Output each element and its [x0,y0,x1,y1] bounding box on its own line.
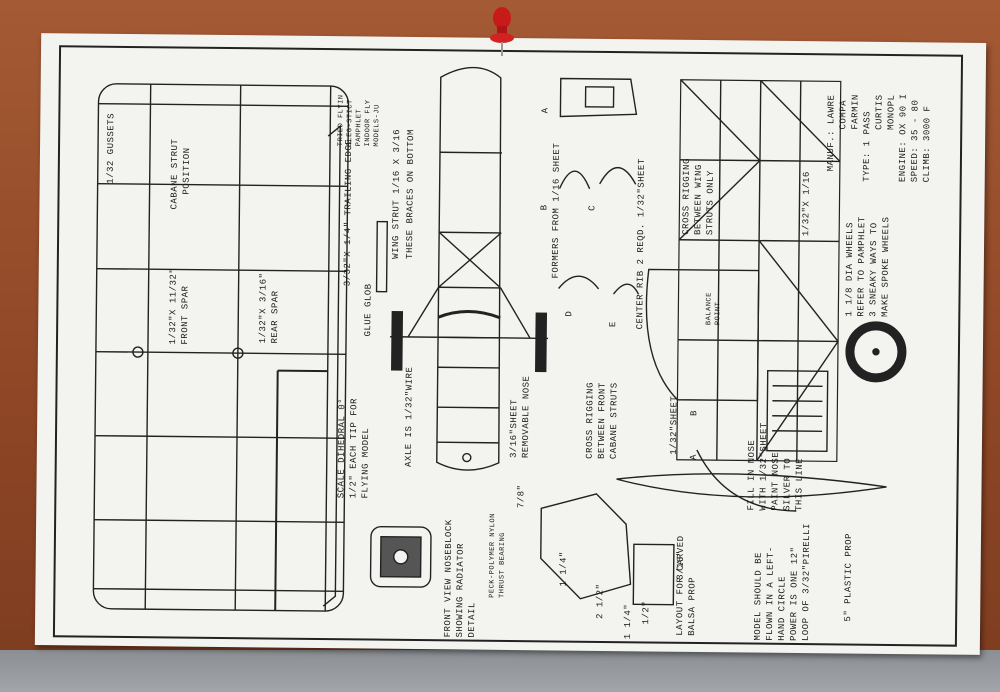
plan-drawing [92,66,907,612]
label-front-spar-2: FRONT SPAR [179,285,191,345]
spec-type: TYPE: 1 PASS [861,110,873,182]
label-cabane: CABANE STRUT [169,138,181,210]
spec-manuf: MANUF.: LAWRE [825,94,837,172]
label-wheels-3: 3 SNEAKY WAYS TO [868,222,880,317]
wing-outline [92,83,350,612]
former-a: A [540,107,551,114]
dim-3-16: 3/16" [675,550,686,580]
label-models: MODELS-JU [373,104,382,147]
label-noseblock-1: FRONT VIEW NOSEBLOCK [442,519,455,638]
spec-monop: MONOPL [886,94,897,131]
dim-7-8: 7/8" [516,484,527,509]
label-dihedral-3: FLYING MODEL [360,427,372,499]
spec-engine: ENGINE: OX 90 I [897,93,909,183]
label-removable-nose: REMOVABLE NOSE [520,375,532,459]
label-paint-3: THIS LINE [794,457,805,512]
section-a: A [688,453,699,460]
label-dihedral-2: 1/2" EACH TIP FOR [348,397,360,499]
label-cross-2: BETWEEN FRONT [596,382,608,460]
label-plastic-prop: 5" PLASTIC PROP [843,532,855,622]
label-braces: THESE BRACES ON BOTTOM [404,129,417,259]
former-c: C [587,204,598,211]
label-fill-2: WITH 1/32"SHEET [758,422,770,511]
spec-farmin: FARMIN [850,94,861,130]
label-trailing-edge: 3/32"X 1/4" TRAILING EDGE [342,138,355,287]
label-front-spar: 1/32"X 11/32" [167,267,179,345]
label-gussets: 1/32 GUSSETS [105,112,117,184]
label-cross-wing-3: STRUTS ONLY [705,170,716,236]
label-noseblock-3: DETAIL [466,602,478,638]
former-d: D [564,310,575,317]
gray-floor [0,650,1000,692]
label-132x116: 1/32"X 1/16 [801,171,812,237]
label-fill-1: FILL IN NOSE [746,439,758,511]
label-cabane-2: POSITION [181,147,193,195]
blueprint-sheet: 1/32 GUSSETS CABANE STRUT POSITION 1/32"… [34,33,987,655]
wheel [845,321,907,383]
fuselage-top [436,66,502,471]
label-wing-strut: WING STRUT 1/16 X 3/16 [390,128,403,259]
dim-1-2: 1/2" [641,600,652,625]
label-cross-1: CROSS RIGGING [584,382,596,459]
dim-2-1-2: 2 1/2" [595,583,606,620]
spec-speed: SPEED: 35 - 80 [909,99,921,183]
label-sheet-132: 1/32"SHEET [668,395,680,455]
label-noseblock-2: SHOWING RADIATOR [454,543,466,638]
label-glue-glob: GLUE GLOB [363,283,374,337]
label-peck-2: THRUST BEARING [498,532,508,598]
label-model-4: POWER IS ONE 12" [788,546,800,642]
label-model-1: MODEL SHOULD BE [752,552,764,641]
label-layout-2: BALSA PROP [686,576,698,636]
spec-climb: CLIMB: 3000 F [921,105,933,183]
label-wheels-1: 1 1/8 DIA WHEELS [844,222,856,317]
pushpin-icon [490,7,514,56]
label-cross-3: CABANE STRUTS [608,382,620,460]
dim-1-1-4-a: 1 1/4" [558,551,569,587]
propeller-outline [616,473,887,498]
label-center-rib: CENTER RIB 2 REQD. 1/32"SHEET [635,158,647,330]
noseblock [369,525,432,588]
label-wheels-2: REFER TO PAMPHLET [856,216,868,317]
spec-compa: COMPA [838,99,849,130]
label-axle: AXLE IS 1/32"WIRE [403,366,415,467]
label-sheet-316: 3/16"SHEET [508,398,520,459]
label-model-2: FLOWN IN A LEFT- [764,546,776,641]
label-cross-wing-1: CROSS RIGGING [681,158,692,235]
label-model-3: HAND CIRCLE [776,575,788,641]
former-b: B [539,204,550,211]
label-dihedral-1: SCALE DIHEDRAL 0° [336,397,348,499]
label-rear-spar-2: REAR SPAR [269,290,281,344]
label-rear-spar: 1/32"X 3/16" [257,272,269,344]
dim-1-1-4-b: 1 1/4" [622,603,634,640]
label-wheels-4: MAKE SPOKE WHEELS [880,216,892,317]
label-balance-2: POINT [714,301,723,326]
label-paint-1: PAINT NOSE [770,451,781,511]
section-b: B [689,409,700,416]
former-e: E [608,321,619,328]
label-model-5: LOOP OF 3/32"PIRELLI [800,523,813,642]
label-cross-wing-2: BETWEEN WING [693,164,704,236]
spec-curtis: CURTIS [874,94,885,130]
label-paint-2: SILVER TO [782,457,793,511]
label-formers: FORMERS FROM 1/16 SHEET [550,142,563,279]
